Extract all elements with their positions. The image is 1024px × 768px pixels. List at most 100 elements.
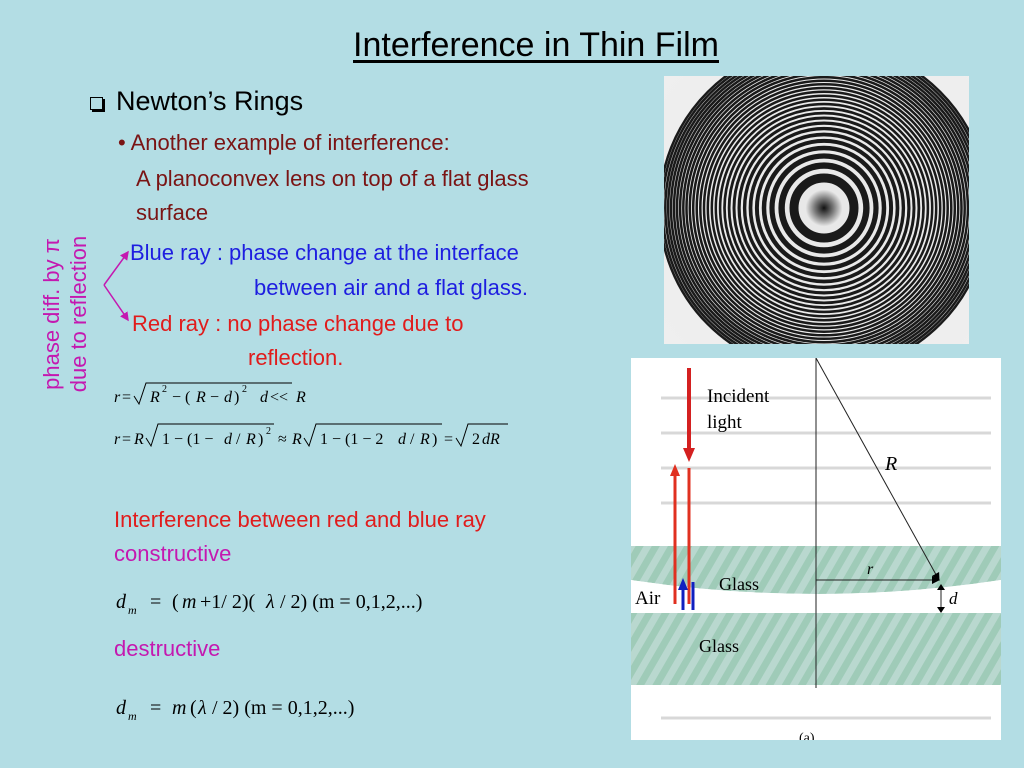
svg-text:m: m — [172, 697, 186, 719]
ring — [761, 145, 887, 271]
svg-text:+1/ 2)(: +1/ 2)( — [200, 591, 255, 613]
bracket-arrows — [103, 250, 129, 322]
svg-text:d: d — [260, 389, 269, 406]
svg-text:<<: << — [270, 389, 288, 406]
svg-text:dR: dR — [482, 431, 500, 448]
svg-text:r: r — [114, 431, 121, 448]
ring — [666, 76, 969, 344]
red-ray-line-2: reflection. — [248, 345, 344, 370]
svg-text:1 − (1 −: 1 − (1 − — [162, 431, 213, 448]
svg-text:r: r — [114, 389, 121, 406]
svg-text:λ: λ — [197, 697, 207, 719]
d-label: d — [949, 589, 958, 608]
constructive-label: constructive — [114, 541, 232, 566]
ring — [754, 138, 894, 278]
ring — [769, 153, 879, 263]
formula-r-approx: r = R 2 − ( R − d ) 2 d << R — [114, 382, 306, 406]
svg-text:(: ( — [190, 697, 197, 719]
svg-text:≈: ≈ — [278, 431, 287, 448]
section-heading: Newton’s Rings — [116, 86, 304, 116]
ring — [702, 86, 946, 330]
ring — [664, 76, 969, 344]
ring — [789, 173, 859, 243]
ring — [699, 83, 949, 333]
destructive-label: destructive — [114, 636, 221, 661]
phase-diff-line-2: due to reflection — [66, 235, 91, 393]
blue-ray-line-2: between air and a flat glass. — [254, 275, 528, 300]
svg-text:λ: λ — [265, 591, 275, 613]
ring — [723, 107, 925, 309]
svg-text:m: m — [128, 603, 137, 617]
formula-constructive: d m = ( m +1/ 2)( λ / 2) (m = 0,1,2,...) — [116, 591, 422, 617]
formula-destructive: d m = m ( λ / 2) (m = 0,1,2,...) — [116, 697, 354, 723]
svg-text:=: = — [150, 591, 161, 613]
ring — [682, 76, 966, 344]
svg-text:(: ( — [172, 591, 179, 613]
svg-text:=: = — [444, 431, 453, 448]
ring — [669, 76, 969, 344]
svg-text:/: / — [410, 431, 415, 448]
svg-text:/ 2) (m = 0,1,2,...): / 2) (m = 0,1,2,...) — [212, 697, 354, 719]
glass-top-label: Glass — [719, 574, 759, 594]
incident-label-1: Incident — [707, 386, 770, 407]
ring — [778, 162, 870, 254]
svg-text:1 − (1 − 2: 1 − (1 − 2 — [320, 431, 383, 448]
description-line-2: surface — [136, 200, 209, 225]
ring — [718, 102, 930, 314]
svg-text:d: d — [398, 431, 407, 448]
blue-ray-line-1: Blue ray : phase change at the interface — [130, 240, 519, 265]
formula-r-expansion: r = R 1 − (1 − d / R ) 2 ≈ R 1 − (1 − 2 … — [114, 423, 508, 448]
svg-text:d: d — [224, 389, 233, 406]
svg-text:): ) — [258, 431, 263, 448]
red-ray-line-1: Red ray : no phase change due to — [132, 311, 464, 336]
checkbox-bullet-icon — [90, 97, 103, 110]
svg-text:): ) — [234, 389, 239, 406]
ring — [748, 132, 900, 284]
r-label: r — [867, 561, 874, 578]
svg-text:m: m — [128, 709, 137, 723]
svg-text:− (: − ( — [172, 389, 190, 406]
ring — [685, 76, 963, 344]
ring — [706, 90, 942, 326]
air-label: Air — [635, 588, 661, 609]
svg-text:=: = — [122, 389, 131, 406]
svg-text:/ 2) (m = 0,1,2,...): / 2) (m = 0,1,2,...) — [280, 591, 422, 613]
svg-text:2: 2 — [162, 384, 167, 395]
ring — [710, 94, 938, 322]
svg-text:R: R — [149, 389, 160, 406]
glass-bottom-label: Glass — [699, 636, 739, 656]
description-line-1: A planoconvex lens on top of a flat glas… — [136, 166, 529, 191]
svg-text:=: = — [150, 697, 161, 719]
svg-text:R: R — [133, 431, 144, 448]
svg-text:d: d — [116, 591, 127, 613]
phase-diff-label: phase diff. by π due to reflection — [38, 204, 100, 424]
ring-group — [664, 76, 969, 344]
phase-diff-line-1: phase diff. by π — [39, 238, 64, 390]
ring — [675, 76, 969, 344]
svg-text:m: m — [182, 591, 196, 613]
interference-line: Interference between red and blue ray — [114, 507, 486, 532]
ring — [714, 98, 934, 318]
rings-graphic — [664, 76, 969, 344]
diagram-caption: (a) — [799, 731, 815, 740]
ring — [691, 76, 957, 341]
ring — [732, 116, 916, 300]
svg-text:R: R — [291, 431, 302, 448]
svg-text:R: R — [419, 431, 430, 448]
svg-text:R: R — [245, 431, 256, 448]
svg-text:=: = — [122, 431, 131, 448]
svg-text:2: 2 — [472, 431, 480, 448]
svg-text:): ) — [432, 431, 437, 448]
incident-label-2: light — [707, 412, 743, 433]
page-title: Interference in Thin Film — [353, 26, 719, 64]
lens-diagram: Incident light R r d Air Glass Glass (a) — [631, 358, 1001, 740]
R-label: R — [884, 453, 897, 475]
ring — [695, 79, 953, 337]
ring — [688, 76, 960, 344]
ring — [672, 76, 969, 344]
svg-text:−: − — [210, 389, 219, 406]
svg-text:2: 2 — [242, 384, 247, 395]
svg-text:R: R — [195, 389, 206, 406]
svg-text:/: / — [236, 431, 241, 448]
ring — [737, 121, 911, 295]
